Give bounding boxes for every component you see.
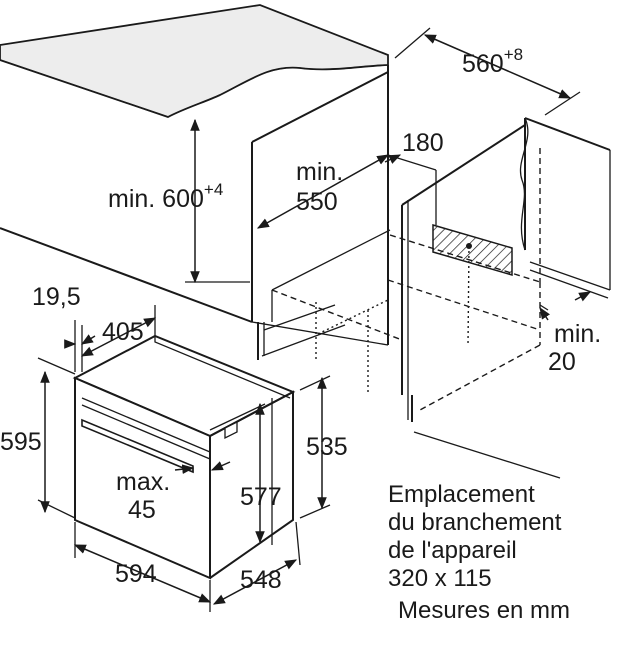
dim-outlet-offset: 180	[402, 129, 444, 157]
outlet-note-line2: du branchement	[388, 509, 562, 536]
countertop	[0, 4, 389, 118]
oven	[72, 334, 296, 580]
dim-gap-line1: min.	[554, 320, 601, 348]
dim-body-depth-small: 405	[102, 318, 144, 346]
dimension-lines	[37, 27, 592, 612]
dim-handle-line1: max.	[116, 468, 170, 496]
dim-front-width: 594	[115, 560, 157, 588]
dim-rear-height: 535	[306, 433, 348, 461]
upper-cabinet	[0, 65, 391, 360]
dim-cabinet-height: min. 600+4	[108, 180, 223, 213]
right-cabinet	[401, 117, 611, 479]
dim-cabinet-depth-line1: min.	[296, 158, 343, 186]
outlet-note-line1: Emplacement	[388, 481, 535, 508]
dim-front-offset: 19,5	[32, 283, 81, 311]
outlet-note-line3: de l'appareil	[388, 537, 517, 564]
dim-body-depth: 548	[240, 566, 282, 594]
niche-outline	[271, 148, 541, 411]
dim-cabinet-depth-line2: 550	[296, 188, 338, 216]
dim-gap-line2: 20	[548, 348, 576, 376]
dim-front-height: 595	[0, 428, 42, 456]
units-note: Mesures en mm	[398, 597, 570, 624]
outlet-note-line4: 320 x 115	[388, 565, 492, 592]
dim-handle-line2: 45	[128, 496, 156, 524]
power-outlet	[432, 224, 513, 346]
dim-cabinet-width: 560+8	[462, 45, 523, 78]
dim-body-height: 577	[240, 483, 282, 511]
